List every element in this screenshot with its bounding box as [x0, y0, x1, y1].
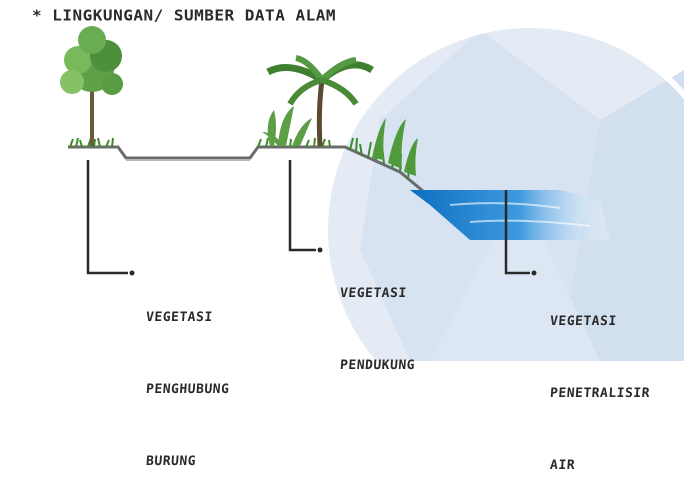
tree-icon-left	[60, 26, 123, 146]
watermark-logo	[322, 22, 684, 361]
landscape-section-drawing	[60, 22, 684, 361]
palm-tree-icon	[266, 55, 374, 147]
reed-cluster	[372, 118, 418, 176]
shrub-icon	[262, 106, 312, 146]
leader-lines	[86, 160, 530, 275]
label-vegetasi-pendukung: VEGETASI PENDUKUNG	[339, 234, 416, 402]
label-line: VEGETASI	[339, 286, 408, 301]
label-line: PENGHUBUNG	[145, 382, 230, 397]
diagram-canvas: * LINGKUNGAN/ SUMBER DATA ALAM VEGETASI …	[32, 6, 684, 473]
label-vegetasi-penghubung-burung: VEGETASI PENGHUBUNG BURUNG	[145, 258, 230, 498]
label-line: PENDUKUNG	[339, 358, 416, 373]
label-line: AIR	[549, 458, 576, 473]
water-body	[410, 190, 610, 240]
label-line: BURUNG	[145, 454, 197, 469]
water-ripples	[449, 202, 591, 227]
label-line: VEGETASI	[145, 310, 214, 325]
label-vegetasi-penetralisir-air: VEGETASI PENETRALISIR AIR	[549, 262, 651, 502]
diagram-title: * LINGKUNGAN/ SUMBER DATA ALAM	[32, 6, 336, 25]
leader-dots	[129, 247, 537, 276]
label-line: VEGETASI	[549, 314, 618, 329]
label-line: PENETRALISIR	[549, 386, 651, 401]
